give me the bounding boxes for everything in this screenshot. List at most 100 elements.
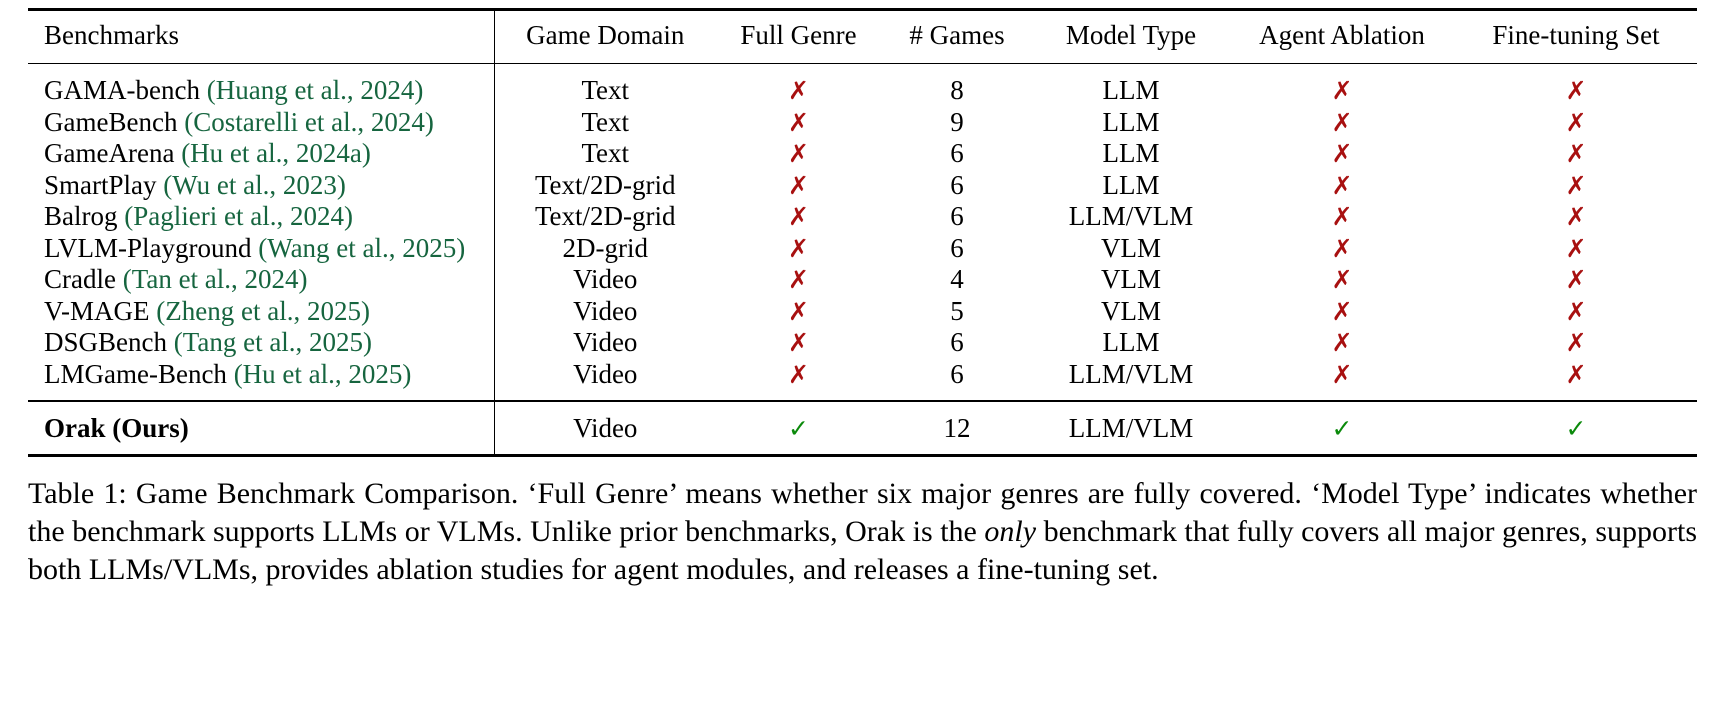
game-domain-cell: Video	[573, 264, 638, 295]
benchmark-name: V-MAGE	[44, 295, 150, 326]
table-top-rule	[28, 8, 1697, 11]
table-caption: Table 1: Game Benchmark Comparison. ‘Ful…	[28, 475, 1697, 589]
fine-tuning-set-cell: ✗	[1455, 296, 1697, 328]
benchmark-name-cell: GameArena (Hu et al., 2024a)	[28, 138, 495, 170]
cross-icon: ✗	[1565, 328, 1587, 358]
fine-tuning-set-cell: ✗	[1455, 264, 1697, 296]
num-games-cell: 4	[950, 264, 964, 295]
benchmark-citation: (Wang et al., 2025)	[258, 232, 466, 263]
model-type-cell: VLM	[1101, 295, 1161, 326]
num-games-cell: 5	[950, 295, 964, 326]
full-genre-cell: ✗	[716, 359, 881, 401]
benchmark-name: GameArena	[44, 138, 175, 169]
check-icon: ✓	[1565, 413, 1587, 443]
model-type-cell: VLM	[1101, 232, 1161, 263]
full-genre-cell: ✗	[716, 233, 881, 265]
check-icon: ✓	[1331, 413, 1353, 443]
benchmark-name: Balrog	[44, 201, 118, 232]
agent-ablation-cell: ✗	[1229, 170, 1455, 202]
agent-ablation-cell: ✗	[1229, 327, 1455, 359]
game-domain-cell: Text	[581, 138, 630, 169]
full-genre-cell: ✗	[716, 296, 881, 328]
num-games-cell: 6	[950, 201, 964, 232]
fine-tuning-set-cell: ✗	[1455, 138, 1697, 170]
benchmark-name-cell: LVLM-Playground (Wang et al., 2025)	[28, 232, 495, 265]
benchmark-name: Cradle	[44, 264, 116, 295]
model-type-cell: LLM	[1102, 169, 1160, 200]
agent-ablation-cell: ✗	[1229, 296, 1455, 328]
benchmark-citation: (Tan et al., 2024)	[122, 264, 308, 295]
cross-icon: ✗	[1565, 359, 1587, 389]
column-header-model-type: Model Type	[1065, 20, 1197, 50]
agent-ablation-cell: ✗	[1229, 138, 1455, 170]
cross-icon: ✗	[1331, 107, 1353, 137]
num-games-cell: 6	[950, 169, 964, 200]
game-domain-cell: 2D-grid	[562, 232, 648, 263]
fine-tuning-set-cell: ✗	[1455, 359, 1697, 401]
agent-ablation-cell: ✗	[1229, 201, 1455, 233]
table-highlight-rule	[28, 400, 1697, 402]
benchmark-citation: (Tang et al., 2025)	[173, 327, 373, 358]
game-domain-cell: Text	[581, 106, 630, 137]
full-genre-cell: ✗	[716, 107, 881, 139]
cross-icon: ✗	[788, 107, 809, 137]
num-games-cell: 8	[950, 75, 964, 106]
model-type-cell: LLM	[1102, 75, 1160, 106]
figure-page: Benchmarks Game Domain Full Genre # Game…	[0, 8, 1725, 722]
benchmark-citation: (Wu et al., 2023)	[163, 169, 346, 200]
cross-icon: ✗	[1565, 139, 1587, 169]
caption-part-2: benchmark that fully covers all major ge…	[28, 515, 1697, 587]
fine-tuning-set-cell: ✗	[1455, 327, 1697, 359]
model-type-cell: LLM/VLM	[1068, 412, 1194, 443]
benchmark-name-cell: SmartPlay (Wu et al., 2023)	[28, 169, 495, 202]
cross-icon: ✗	[788, 76, 809, 106]
game-benchmark-comparison-table: Benchmarks Game Domain Full Genre # Game…	[28, 8, 1697, 458]
table-row: LVLM-Playground (Wang et al., 2025) 2D-gr…	[28, 232, 1697, 265]
cross-icon: ✗	[1565, 233, 1587, 263]
fine-tuning-set-cell: ✗	[1455, 233, 1697, 265]
column-header-full-genre: Full Genre	[740, 20, 857, 50]
num-games-cell: 9	[950, 106, 964, 137]
cross-icon: ✗	[1331, 328, 1353, 358]
benchmark-name-cell: LMGame-Bench (Hu et al., 2025)	[28, 358, 495, 401]
benchmark-name-cell: Orak (Ours)	[28, 401, 495, 455]
benchmark-name: LMGame-Bench	[44, 358, 227, 389]
cross-icon: ✗	[788, 139, 809, 169]
benchmark-name: GameBench	[44, 106, 178, 137]
benchmark-citation: (Hu et al., 2024a)	[181, 138, 371, 169]
benchmark-name: DSGBench	[44, 327, 167, 358]
cross-icon: ✗	[1565, 76, 1587, 106]
cross-icon: ✗	[788, 328, 809, 358]
cross-icon: ✗	[1331, 359, 1353, 389]
model-type-cell: LLM	[1102, 106, 1160, 137]
cross-icon: ✗	[1565, 296, 1587, 326]
agent-ablation-cell: ✗	[1229, 107, 1455, 139]
benchmark-name-cell: DSGBench (Tang et al., 2025)	[28, 327, 495, 359]
model-type-cell: LLM	[1102, 327, 1160, 358]
table-header-row: Benchmarks Game Domain Full Genre # Game…	[28, 11, 1697, 63]
benchmark-name-cell: Balrog (Paglieri et al., 2024)	[28, 201, 495, 233]
benchmark-name-cell: Cradle (Tan et al., 2024)	[28, 264, 495, 296]
caption-part-1: Table 1: Game Benchmark Comparison. ‘Ful…	[28, 477, 1697, 549]
cross-icon: ✗	[1565, 170, 1587, 200]
caption-emphasis: only	[984, 515, 1037, 549]
check-icon: ✓	[788, 413, 809, 443]
fine-tuning-set-cell: ✗	[1455, 107, 1697, 139]
benchmark-citation: (Paglieri et al., 2024)	[124, 201, 353, 232]
full-genre-cell: ✗	[716, 64, 881, 107]
cross-icon: ✗	[788, 170, 809, 200]
benchmark-name: SmartPlay	[44, 169, 157, 200]
benchmark-name: GAMA-bench	[44, 75, 200, 106]
fine-tuning-set-cell: ✗	[1455, 64, 1697, 107]
cross-icon: ✗	[788, 359, 809, 389]
game-domain-cell: Text/2D-grid	[534, 201, 676, 232]
game-domain-cell: Video	[573, 295, 638, 326]
cross-icon: ✗	[1565, 265, 1587, 295]
full-genre-cell: ✗	[716, 327, 881, 359]
